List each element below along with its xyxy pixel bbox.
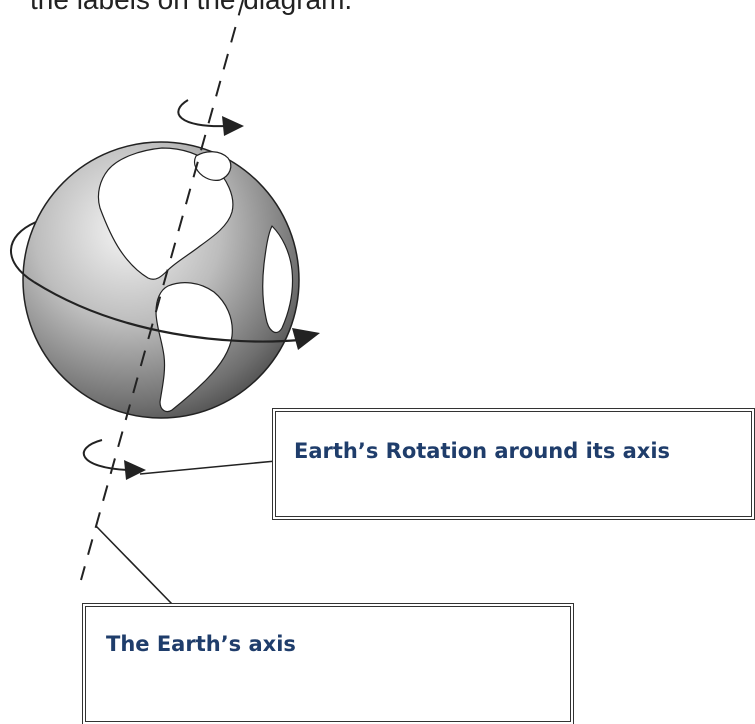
equator-back-arc bbox=[10, 221, 37, 283]
top-rotation-arrow bbox=[177, 99, 229, 128]
bottom-rotation-arrow bbox=[82, 439, 129, 471]
axis-label-box: The Earth’s axis bbox=[82, 603, 574, 724]
europe-africa-edge bbox=[262, 225, 294, 333]
north-america bbox=[97, 147, 234, 280]
rotation-label-box: Earth’s Rotation around its axis bbox=[272, 408, 755, 520]
continents bbox=[97, 147, 294, 413]
instruction-text-cut-off: the labels on the diagram. bbox=[30, 0, 352, 16]
equator-front-arc bbox=[33, 281, 301, 343]
top-arrowhead bbox=[222, 116, 244, 136]
south-america bbox=[155, 282, 233, 413]
rotation-leader-line bbox=[139, 460, 277, 475]
bottom-arrowhead bbox=[124, 460, 146, 480]
axis-leader-line bbox=[95, 525, 173, 605]
rotation-label: Earth’s Rotation around its axis bbox=[294, 439, 671, 463]
greenland bbox=[193, 151, 232, 181]
axis-label: The Earth’s axis bbox=[106, 632, 296, 656]
equator-arrowhead bbox=[292, 328, 320, 350]
